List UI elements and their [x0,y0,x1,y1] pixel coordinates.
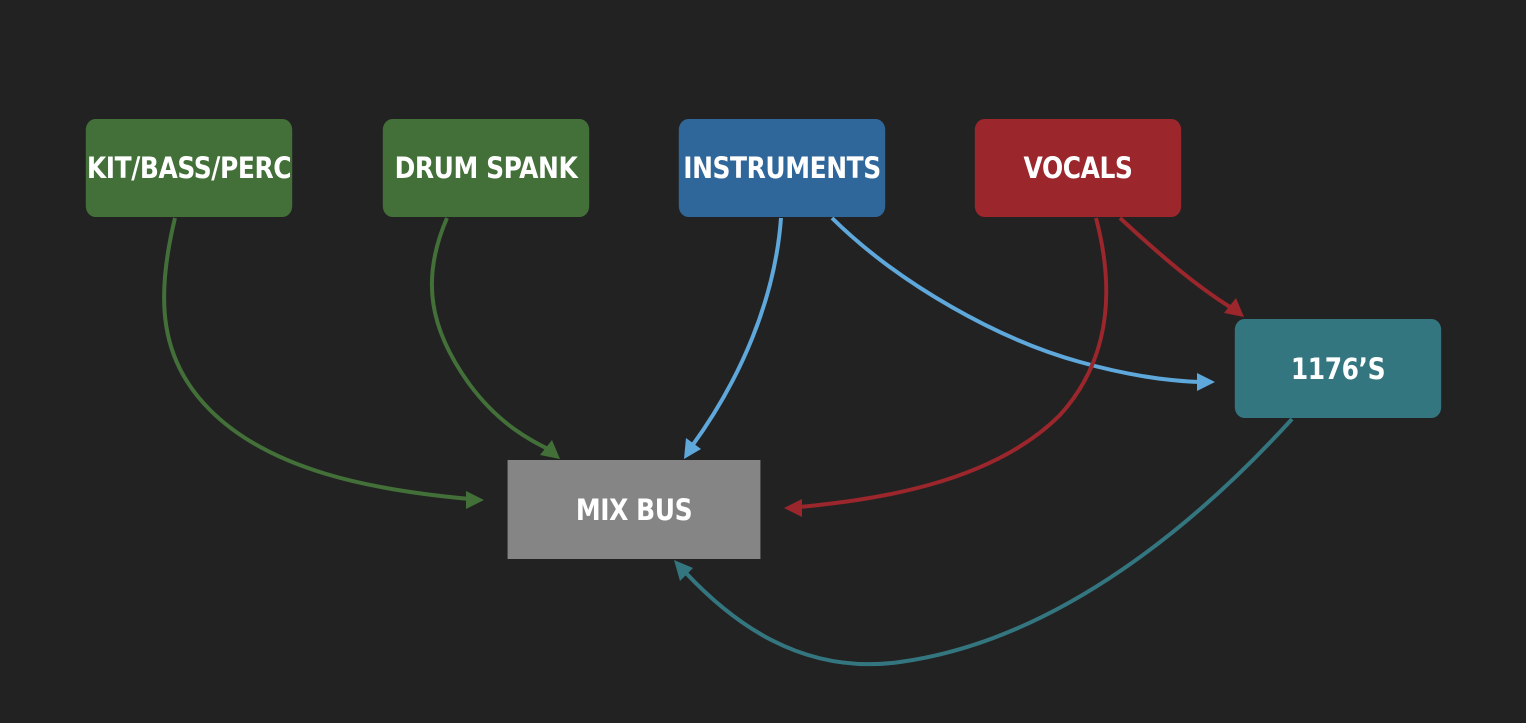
node-label: MIX BUS [575,492,693,527]
edge-1176-to-mixbus [674,417,1294,667]
edge-vocals-to-mixbus [784,217,1109,517]
node-vocals: VOCALS [974,119,1182,217]
node-mix-bus: MIX BUS [507,460,761,559]
node-label: 1176’S [1290,351,1386,386]
node-label: KIT/BASS/PERC [86,151,292,185]
edge-instruments-to-mixbus [684,217,783,459]
node-kit-bass-perc: KIT/BASS/PERC [85,119,293,217]
node-1176s: 1176’S [1234,319,1442,418]
node-label: DRUM SPANK [394,151,578,185]
edge-drum-to-mixbus [429,217,560,459]
node-label: VOCALS [1023,151,1133,185]
edge-kit-to-mixbus [162,217,484,509]
node-label: INSTRUMENTS [683,151,881,185]
node-drum-spank: DRUM SPANK [382,119,590,217]
edge-vocals-to-1176 [1118,216,1244,317]
node-instruments: INSTRUMENTS [678,119,886,217]
edge-instruments-to-1176 [830,216,1215,391]
